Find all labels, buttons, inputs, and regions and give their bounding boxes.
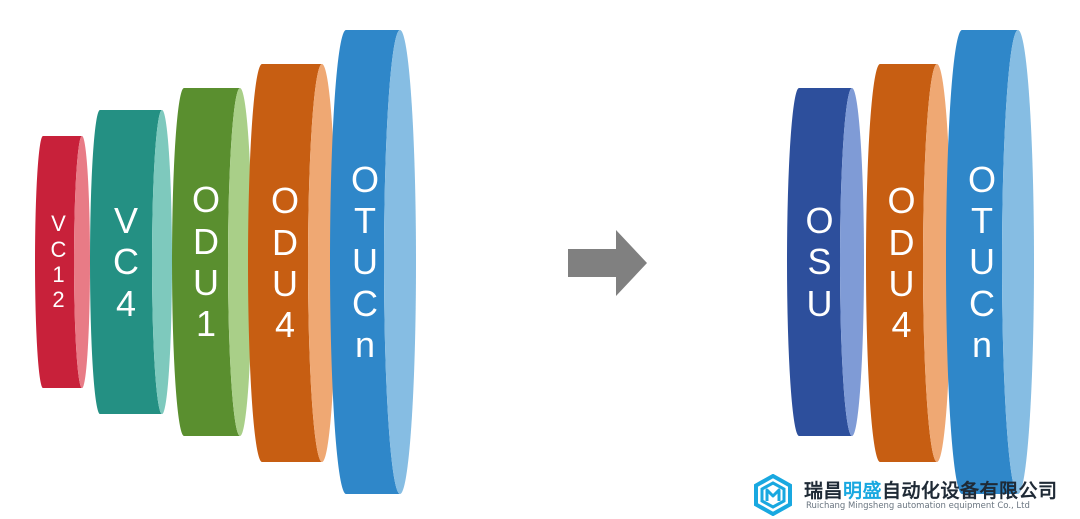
company-logo: 瑞昌明盛自动化设备有限公司 Ruichang Mingsheng automat… [752, 474, 1078, 516]
disc-letter: 1 [52, 262, 65, 287]
left-otucn-disc [330, 30, 416, 494]
company-subtitle: Ruichang Mingsheng automation equipment … [806, 501, 1030, 511]
disc-letter: 1 [195, 303, 217, 345]
left-vc4-face [90, 110, 162, 414]
disc-letter: C [50, 236, 67, 262]
left-odu1-disc [172, 88, 252, 436]
disc-letter: U [352, 241, 378, 283]
disc-letter: T [354, 199, 376, 241]
right-otucn-face [946, 30, 1018, 494]
disc-letter: O [350, 158, 379, 200]
disc-letter: 4 [274, 304, 296, 346]
disc-letter: O [887, 180, 916, 222]
hexagon-logo-icon [754, 474, 792, 516]
disc-letter: O [191, 179, 220, 221]
left-vc4-disc [90, 110, 172, 414]
disc-letter: O [805, 199, 834, 241]
left-vc12-rim [74, 136, 90, 388]
right-osu-rim [840, 88, 864, 436]
disc-letter: V [113, 199, 138, 241]
disc-letter: U [272, 263, 298, 304]
left-otucn-rim [384, 30, 416, 494]
company-name-part1: 瑞昌 [804, 480, 844, 502]
disc-letter: 4 [115, 282, 137, 324]
right-osu-disc [787, 88, 864, 436]
left-otucn-face [330, 30, 400, 494]
right-odu4-disc [866, 64, 951, 462]
disc-letter: U [969, 241, 995, 283]
disc-letter: C [113, 241, 139, 283]
disc-letter: C [352, 282, 378, 324]
right-osu-face [787, 88, 852, 436]
left-vc12-face [35, 136, 82, 388]
left-vc4-rim [152, 110, 172, 414]
right-otucn-disc [946, 30, 1034, 494]
right-odu4-rim [923, 64, 951, 462]
company-name: 瑞昌明盛自动化设备有限公司 [804, 476, 1058, 503]
disc-letter: D [272, 221, 298, 263]
disc-letter: D [888, 221, 915, 263]
disc-letter: 2 [52, 287, 65, 313]
disc-letter: n [971, 324, 993, 366]
right-odu4-face [866, 64, 937, 462]
left-odu1-face [172, 88, 240, 436]
left-vc12-disc [35, 136, 90, 388]
left-odu4-face [248, 64, 322, 462]
right-arrow-icon [568, 230, 647, 296]
company-name-part2: 明盛 [843, 480, 883, 502]
disc-letter: O [967, 158, 996, 200]
disc-letter: U [806, 282, 833, 324]
disc-letter: T [971, 199, 993, 241]
company-name-part3: 自动化设备有限公司 [882, 480, 1058, 502]
disc-letter: n [354, 324, 376, 366]
left-odu1-rim [228, 88, 252, 436]
disc-letter: C [969, 282, 995, 324]
disc-letter: O [270, 180, 299, 222]
left-odu4-disc [248, 64, 336, 462]
left-odu4-rim [308, 64, 336, 462]
disc-letter: 4 [891, 304, 912, 346]
disc-letter: D [193, 220, 219, 262]
disc-letter: U [888, 263, 915, 304]
right-otucn-rim [1002, 30, 1034, 494]
disc-letter: U [193, 262, 219, 303]
disc-letter: S [807, 241, 832, 283]
disc-letter: V [51, 211, 66, 237]
